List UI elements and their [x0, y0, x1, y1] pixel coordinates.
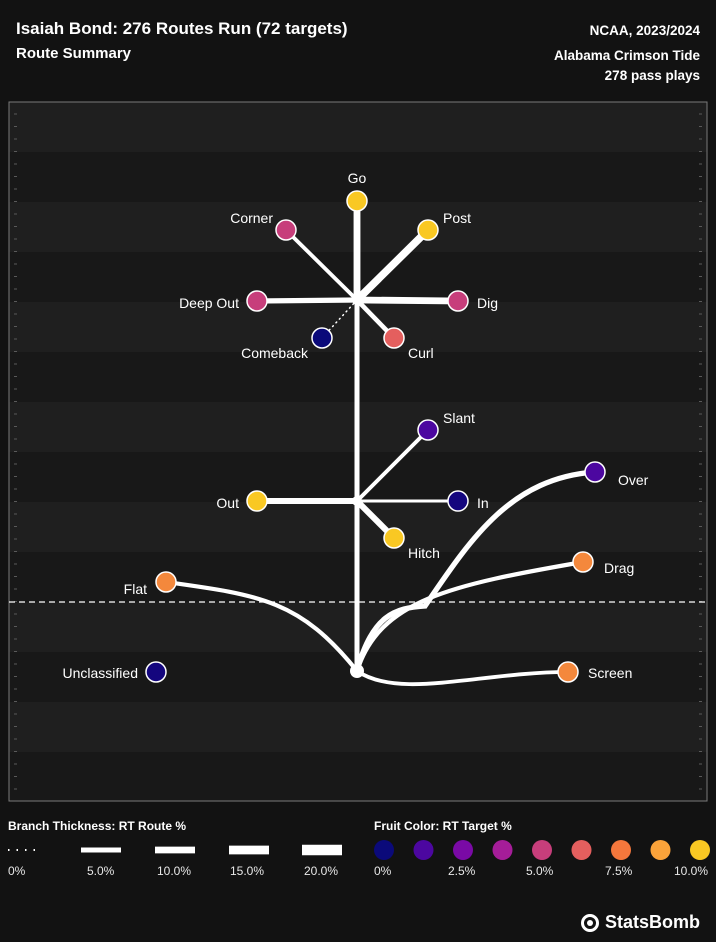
chart-title: Isaiah Bond: 276 Routes Run (72 targets): [16, 19, 348, 38]
fruit-legend-label: 10.0%: [674, 864, 709, 878]
post-fruit: [417, 219, 439, 241]
fruit-legend-swatch: [532, 840, 552, 860]
branch-legend-label: 20.0%: [304, 864, 339, 878]
post-branch: [353, 226, 432, 304]
deep-out-label: Deep Out: [179, 295, 239, 311]
field-band: [9, 752, 707, 801]
fruit-legend-label: 7.5%: [605, 864, 633, 878]
fruit-legend-swatch: [453, 840, 473, 860]
field-border: [8, 101, 708, 802]
branch-legend-label: 0%: [8, 864, 26, 878]
curl-fruit: [383, 327, 405, 349]
comeback-fruit: [311, 327, 333, 349]
unclassified-fruit: [145, 661, 167, 683]
post-label: Post: [443, 210, 471, 226]
branch-legend-label: 10.0%: [157, 864, 192, 878]
deep-out-branch: [254, 297, 360, 304]
hitch-label: Hitch: [408, 545, 440, 561]
comeback-branch: [321, 299, 358, 339]
comeback-label: Comeback: [241, 345, 309, 361]
hitch-fruit: [383, 527, 405, 549]
fruit-legend-swatch: [690, 840, 710, 860]
fruit-legend-swatch: [611, 840, 631, 860]
go-label: Go: [348, 170, 367, 186]
branch-legend-label: 5.0%: [87, 864, 115, 878]
slant-fruit: [417, 419, 439, 441]
screen-fruit: [557, 661, 579, 683]
flat-fruit: [155, 571, 177, 593]
flat-label: Flat: [124, 581, 147, 597]
slant-label: Slant: [443, 410, 475, 426]
branch-legend-label: 15.0%: [230, 864, 265, 878]
slant-branch: [355, 428, 430, 503]
fruit-legend-swatch: [374, 840, 394, 860]
in-label: In: [477, 495, 489, 511]
drag-fruit: [572, 551, 594, 573]
out-fruit: [246, 490, 268, 512]
fruit-legend-swatch: [492, 840, 513, 860]
in-fruit: [447, 490, 469, 512]
corner-branch: [284, 228, 359, 302]
fruit-legend-label: 5.0%: [526, 864, 554, 878]
fruit-legend-swatch: [413, 840, 434, 860]
dig-fruit: [447, 290, 469, 312]
fruit-legend-title: Fruit Color: RT Target %: [374, 819, 512, 833]
unclassified-label: Unclassified: [63, 665, 138, 681]
fruit-legend-label: 2.5%: [448, 864, 476, 878]
over-branch: [354, 469, 598, 674]
corner-label: Corner: [230, 210, 273, 226]
flat-branch: [163, 579, 360, 674]
out-label: Out: [216, 495, 239, 511]
go-fruit: [346, 190, 368, 212]
plays-label: 278 pass plays: [604, 68, 700, 83]
over-fruit: [584, 461, 606, 483]
competition-label: NCAA, 2023/2024: [589, 23, 700, 38]
drag-label: Drag: [604, 560, 634, 576]
fruit-legend-swatch: [571, 840, 592, 860]
over-label: Over: [618, 472, 649, 488]
corner-fruit: [275, 219, 297, 241]
brand-name: StatsBomb: [604, 912, 700, 932]
screen-label: Screen: [588, 665, 632, 681]
statsbomb-logo: StatsBomb: [580, 912, 700, 933]
team-label: Alabama Crimson Tide: [553, 48, 700, 63]
fruit-legend-swatch: [650, 840, 671, 860]
deep-out-fruit: [246, 290, 268, 312]
statsbomb-icon: [580, 913, 599, 932]
dig-branch: [353, 296, 462, 305]
branch-legend-title: Branch Thickness: RT Route %: [8, 819, 187, 833]
dig-label: Dig: [477, 295, 498, 311]
curl-label: Curl: [408, 345, 434, 361]
fruit-legend-label: 0%: [374, 864, 392, 878]
chart-subtitle: Route Summary: [16, 45, 132, 62]
screen-branch: [355, 669, 570, 687]
drag-branch: [354, 559, 586, 674]
